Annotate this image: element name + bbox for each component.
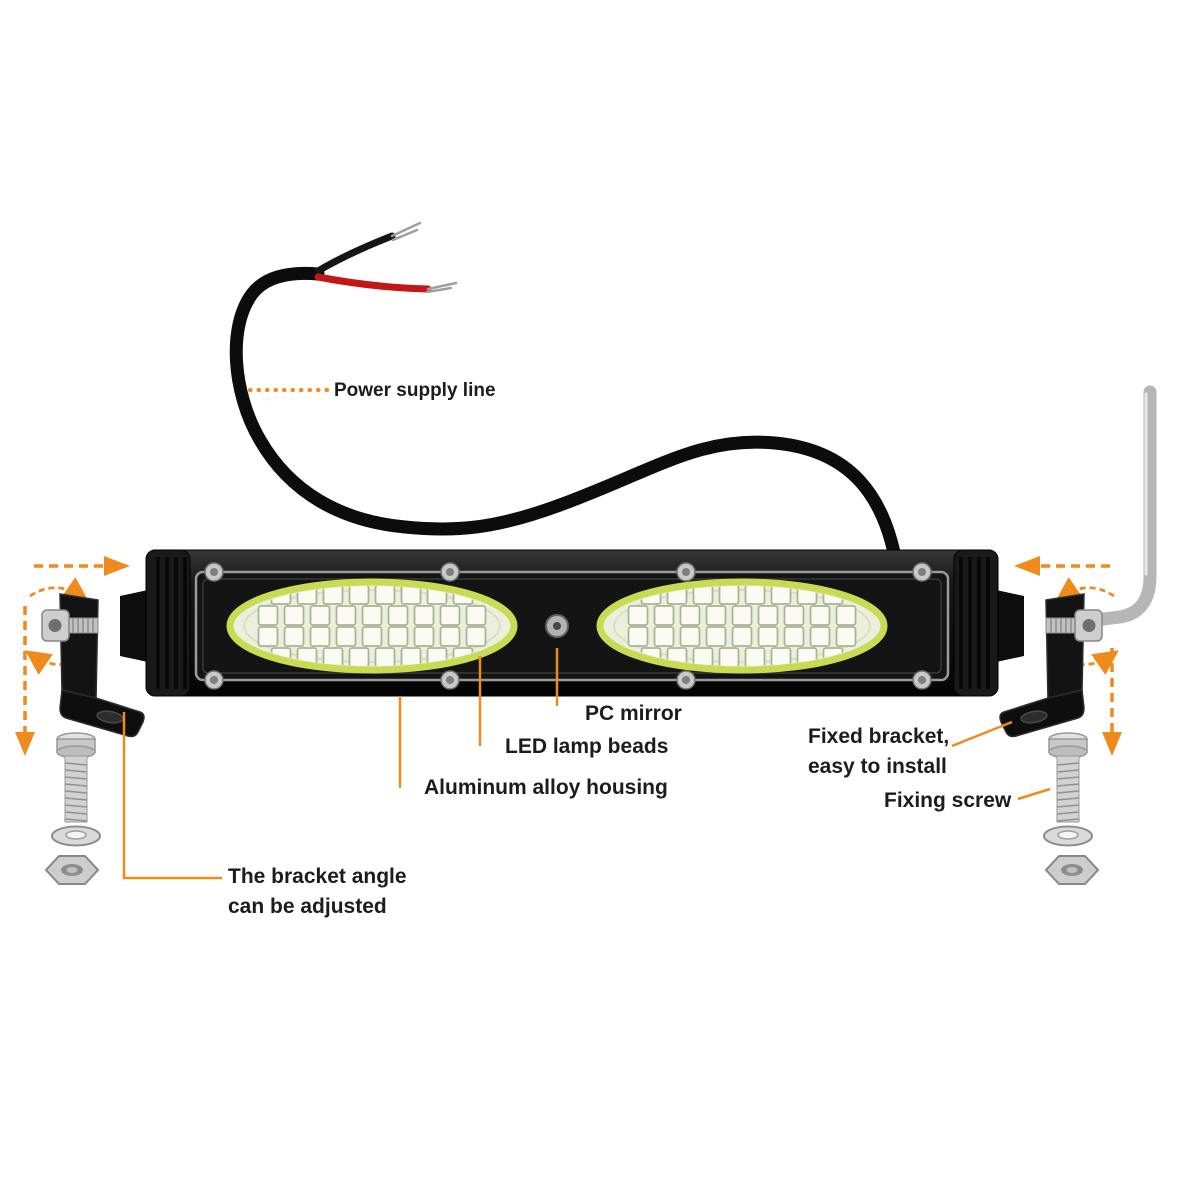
power-cable [229,221,904,575]
led-chip [718,586,740,605]
led-chip [744,647,766,666]
led-chip [809,626,831,647]
led-chip [400,647,422,666]
led-chip [731,605,753,626]
led-chip [653,605,675,626]
led-chip [705,626,727,647]
led-chip [361,626,383,647]
led-chip [705,605,727,626]
led-panel-right [596,578,888,674]
led-chip [627,605,649,626]
led-chip [439,626,461,647]
led-chip [835,605,857,626]
led-chip [374,586,396,605]
leader-fixed-bracket [951,720,1013,748]
led-chip [413,626,435,647]
led-chip [387,605,409,626]
left-mount-stub [120,590,148,662]
led-chip [770,586,792,605]
led-chip [348,647,370,666]
led-chip [744,586,766,605]
led-chip [679,605,701,626]
housing-screw [440,562,460,582]
led-chip [809,605,831,626]
right-end-cap-fins [959,557,990,689]
led-chip [465,605,487,626]
led-chip [335,605,357,626]
led-chip [835,626,857,647]
fixed-bracket-label: Fixed bracket, easy to install [808,725,950,779]
led-chip [309,626,331,647]
leader-fixing-screw [1017,787,1051,801]
leader-lines [122,388,1051,880]
right-mount-stub [996,590,1024,662]
led-light-bar [120,549,1024,697]
pc-mirror-label: PC mirror [585,702,682,725]
slide-direction-arrow [34,556,130,576]
housing-screw [440,670,460,690]
hex-nut [44,855,100,885]
led-chip [679,626,701,647]
housing-screw [676,670,696,690]
led-chip [257,605,279,626]
left-end-cap-fins [156,557,187,689]
power-wire-red [314,273,432,293]
led-chip [757,626,779,647]
led-chip [653,626,675,647]
rotation-arrow-top [29,577,89,602]
housing-screw [204,670,224,690]
led-lamp-beads-label: LED lamp beads [505,735,669,758]
led-chip [283,626,305,647]
led-chip [400,586,422,605]
led-panel-left [226,578,518,674]
housing-screw [676,562,696,582]
led-chip [348,586,370,605]
swing-down-arrow-left [15,606,35,756]
led-chip [731,626,753,647]
led-chip [309,605,331,626]
aluminum-alloy-housing-label: Aluminum alloy housing [424,776,668,799]
power-wire-red-tip [425,281,458,294]
washer [51,825,101,847]
fixing-bolt [56,732,96,823]
bracket-angle-label: The bracket angle can be adjusted [228,865,407,919]
led-chip [770,647,792,666]
leader-bracket-angle [122,712,222,880]
led-chip [692,586,714,605]
led-chip [361,605,383,626]
housing-screw [912,562,932,582]
power-wire-black [314,232,396,275]
led-chip [465,626,487,647]
led-chip [439,605,461,626]
housing-screw [204,562,224,582]
power-wire-black-tip [390,221,422,242]
led-chip [374,647,396,666]
left-mount-assembly [25,556,145,885]
led-chip [783,605,805,626]
allen-key [1089,385,1157,627]
led-chip [783,626,805,647]
led-chip [387,626,409,647]
led-chip [283,605,305,626]
led-chip [692,647,714,666]
led-chip [335,626,357,647]
led-chip [757,605,779,626]
led-chip [627,626,649,647]
pc-mirror-screw [545,614,569,638]
led-chip [413,605,435,626]
power-supply-line-label: Power supply line [334,380,496,401]
led-chip [322,586,344,605]
led-chip [257,626,279,647]
led-chip [322,647,344,666]
led-chip [718,647,740,666]
adjust-bolt [41,609,99,642]
swing-down-arrow-right [1102,648,1122,756]
fixing-screw-label: Fixing screw [884,789,1012,812]
housing-screw [912,670,932,690]
